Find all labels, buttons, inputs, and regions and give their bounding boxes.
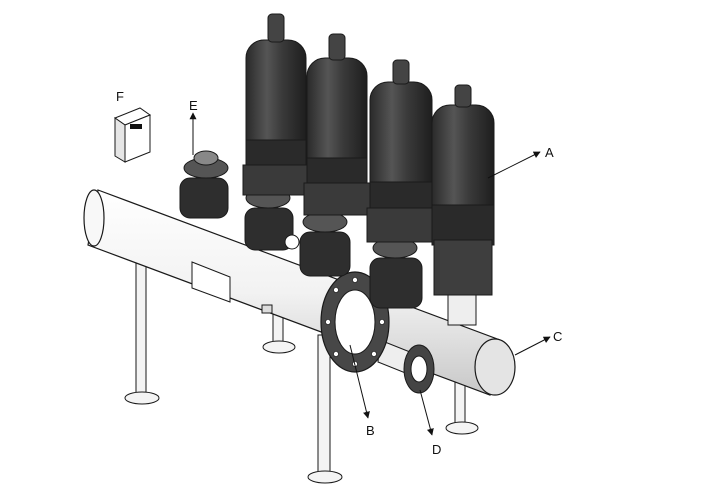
label-a: A: [545, 145, 554, 160]
control-box-display: [130, 124, 142, 129]
valve: [369, 237, 423, 309]
valve: [179, 150, 229, 219]
main-manifold-pipe: [83, 189, 516, 396]
label-f: F: [116, 89, 124, 104]
label-e: E: [189, 98, 198, 113]
label-c: C: [553, 329, 562, 344]
arrow-a: [487, 151, 541, 179]
disc-filters: [242, 13, 495, 326]
pipe-end-cap: [474, 338, 516, 396]
label-b: B: [366, 423, 375, 438]
outlet-pipe: [377, 339, 435, 394]
arrow-d: [419, 389, 434, 436]
callout-arrows: [189, 112, 551, 436]
filter-unit: [366, 59, 436, 243]
backwash-valves: [179, 150, 423, 309]
filter-unit: [431, 84, 495, 326]
support-legs: [124, 254, 479, 484]
arrow-c: [514, 336, 551, 356]
access-plate: [191, 261, 231, 303]
arrow-b: [349, 344, 370, 419]
label-d: D: [432, 442, 441, 457]
filter-unit: [303, 33, 371, 216]
control-box: [113, 107, 152, 163]
filter-unit: [242, 13, 310, 196]
